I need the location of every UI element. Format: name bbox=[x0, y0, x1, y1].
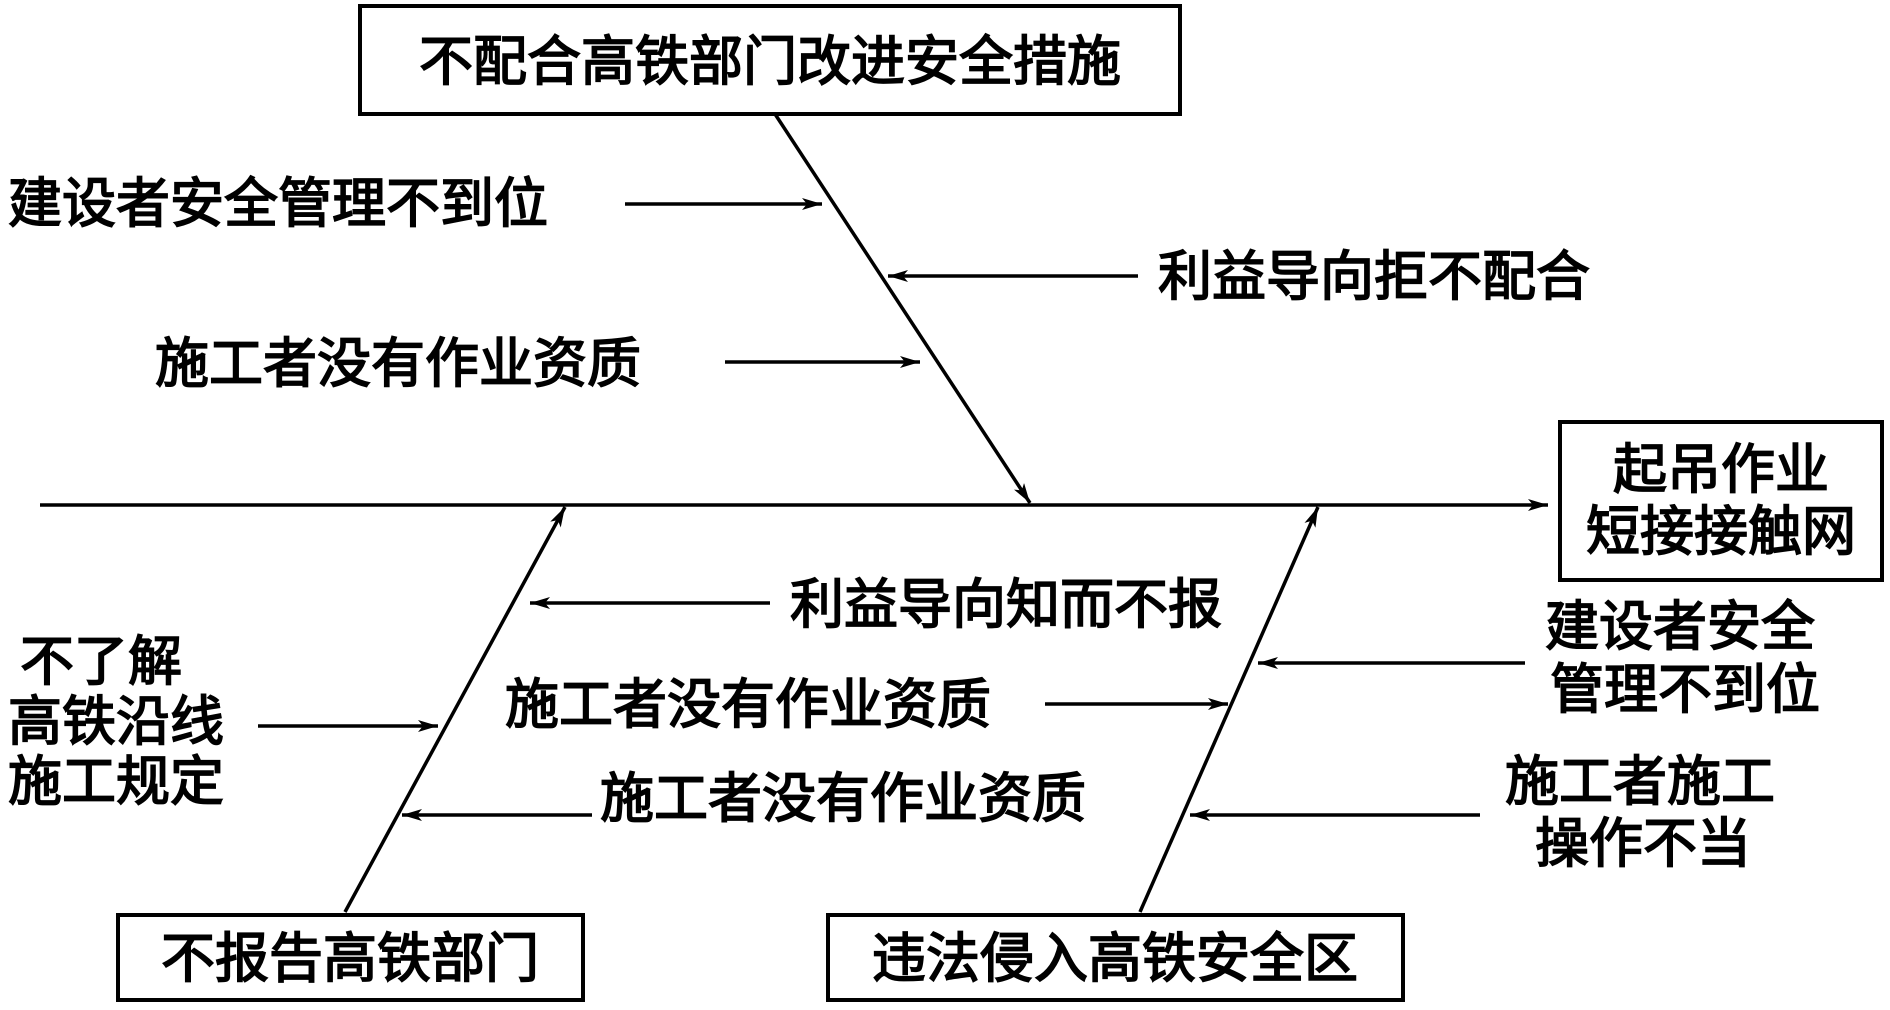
effect-label-line1: 起吊作业 bbox=[1613, 437, 1829, 501]
bottom-right-side-factor-2-line1: 施工者施工 bbox=[1505, 749, 1775, 813]
bottom-right-cause-box: 违法侵入高铁安全区 bbox=[826, 913, 1405, 1002]
top-bone-line bbox=[773, 113, 1032, 504]
effect-box: 起吊作业 短接接触网 bbox=[1558, 420, 1884, 582]
bottom-left-side-factor-line3: 施工规定 bbox=[8, 749, 224, 813]
bottom-right-bone-line bbox=[1138, 506, 1320, 913]
bottom-left-cause-title: 不报告高铁部门 bbox=[161, 926, 539, 990]
bottom-left-factor-2: 施工者没有作业资质 bbox=[600, 766, 1086, 830]
top-factor-2: 利益导向拒不配合 bbox=[1158, 244, 1590, 308]
bottom-right-cause-title: 违法侵入高铁安全区 bbox=[872, 926, 1358, 990]
bottom-right-side-factor-1-line1: 建设者安全 bbox=[1545, 594, 1816, 658]
top-factor-3: 施工者没有作业资质 bbox=[155, 331, 641, 395]
bottom-left-bone-line bbox=[343, 506, 567, 913]
bottom-right-side-factor-2-line2: 操作不当 bbox=[1535, 811, 1751, 875]
bottom-left-factor-1: 利益导向知而不报 bbox=[790, 572, 1222, 636]
bottom-left-side-factor-line2: 高铁沿线 bbox=[8, 689, 224, 753]
bottom-right-side-factor-1-line2: 管理不到位 bbox=[1550, 657, 1820, 721]
bottom-left-side-factor-line1: 不了解 bbox=[20, 629, 182, 693]
top-cause-box: 不配合高铁部门改进安全措施 bbox=[358, 4, 1182, 116]
top-factor-1: 建设者安全管理不到位 bbox=[8, 171, 548, 235]
top-cause-title: 不配合高铁部门改进安全措施 bbox=[419, 29, 1121, 93]
bottom-left-cause-box: 不报告高铁部门 bbox=[116, 913, 585, 1002]
bottom-right-factor-1: 施工者没有作业资质 bbox=[505, 672, 991, 736]
effect-label-line2: 短接接触网 bbox=[1586, 499, 1856, 563]
